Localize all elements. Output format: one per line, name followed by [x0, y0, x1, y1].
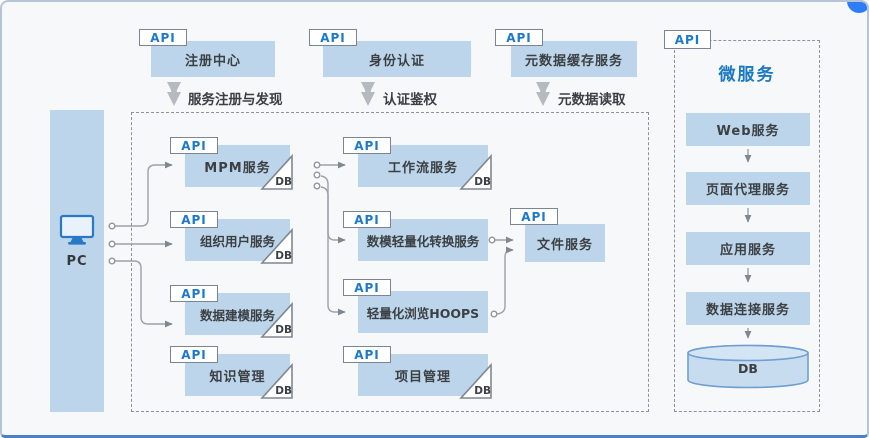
- service-box-web: Web服务: [686, 113, 810, 146]
- api-badge: API: [139, 29, 187, 46]
- database-icon: DB: [686, 344, 810, 390]
- service-label: 数据建模服务: [199, 307, 275, 323]
- service-box-lightweight-viewer-hoops: 轻量化浏览HOOPS: [358, 291, 488, 333]
- api-badge: API: [309, 29, 357, 46]
- pc-client-block: PC: [50, 110, 104, 412]
- db-triangle-icon: DB: [260, 301, 294, 339]
- service-box-data-connect: 数据连接服务: [686, 292, 810, 325]
- service-label: 元数据缓存服务: [524, 53, 623, 69]
- service-box-application: 应用服务: [686, 232, 810, 265]
- service-label: MPM服务: [204, 160, 271, 176]
- service-label: 页面代理服务: [705, 183, 790, 198]
- api-badge: API: [170, 137, 218, 154]
- pc-label: PC: [66, 254, 88, 269]
- service-box-data-modeling: 数据建模服务: [185, 293, 290, 335]
- api-badge: API: [343, 137, 391, 154]
- microservices-title: 微服务: [718, 65, 776, 85]
- service-label: 知识管理: [209, 369, 266, 385]
- service-label: 数模轻量化转换服务: [366, 233, 480, 249]
- service-label: 工作流服务: [387, 160, 458, 176]
- service-box-registry: 注册中心: [151, 41, 275, 77]
- api-badge: API: [170, 211, 218, 228]
- db-triangle-icon: DB: [260, 227, 294, 265]
- service-label: 注册中心: [184, 53, 241, 69]
- api-badge: API: [664, 30, 711, 49]
- service-label: 身份认证: [368, 53, 425, 69]
- api-badge: API: [170, 346, 218, 363]
- flow-label-metadata: 元数据读取: [558, 92, 626, 108]
- api-badge: API: [495, 29, 543, 46]
- api-badge: API: [170, 285, 218, 302]
- service-label: 文件服务: [536, 237, 593, 253]
- api-badge: API: [343, 211, 391, 228]
- service-label: 项目管理: [394, 369, 451, 385]
- service-label: Web服务: [716, 124, 780, 139]
- pc-monitor-icon: [59, 214, 95, 250]
- service-box-metadata-cache: 元数据缓存服务: [511, 41, 637, 77]
- api-badge: API: [343, 346, 391, 363]
- service-label: 轻量化浏览HOOPS: [366, 305, 480, 321]
- db-triangle-icon: DB: [459, 362, 493, 400]
- flow-label-registry: 服务注册与发现: [188, 92, 283, 108]
- service-label: 应用服务: [719, 243, 776, 258]
- api-badge: API: [343, 279, 391, 296]
- service-box-auth: 身份认证: [323, 41, 471, 77]
- service-label: 数据连接服务: [705, 303, 790, 318]
- database-label: DB: [738, 361, 758, 376]
- microservices-group-box: [674, 40, 820, 412]
- service-box-page-proxy: 页面代理服务: [686, 172, 810, 205]
- service-box-file: 文件服务: [525, 224, 605, 262]
- flow-label-auth: 认证鉴权: [383, 92, 437, 108]
- corner-dot: [847, 2, 867, 13]
- db-triangle-icon: DB: [260, 153, 294, 191]
- db-triangle-icon: DB: [459, 153, 493, 191]
- db-triangle-icon: DB: [260, 362, 294, 400]
- api-badge: API: [510, 208, 558, 225]
- service-label: 组织用户服务: [199, 233, 275, 249]
